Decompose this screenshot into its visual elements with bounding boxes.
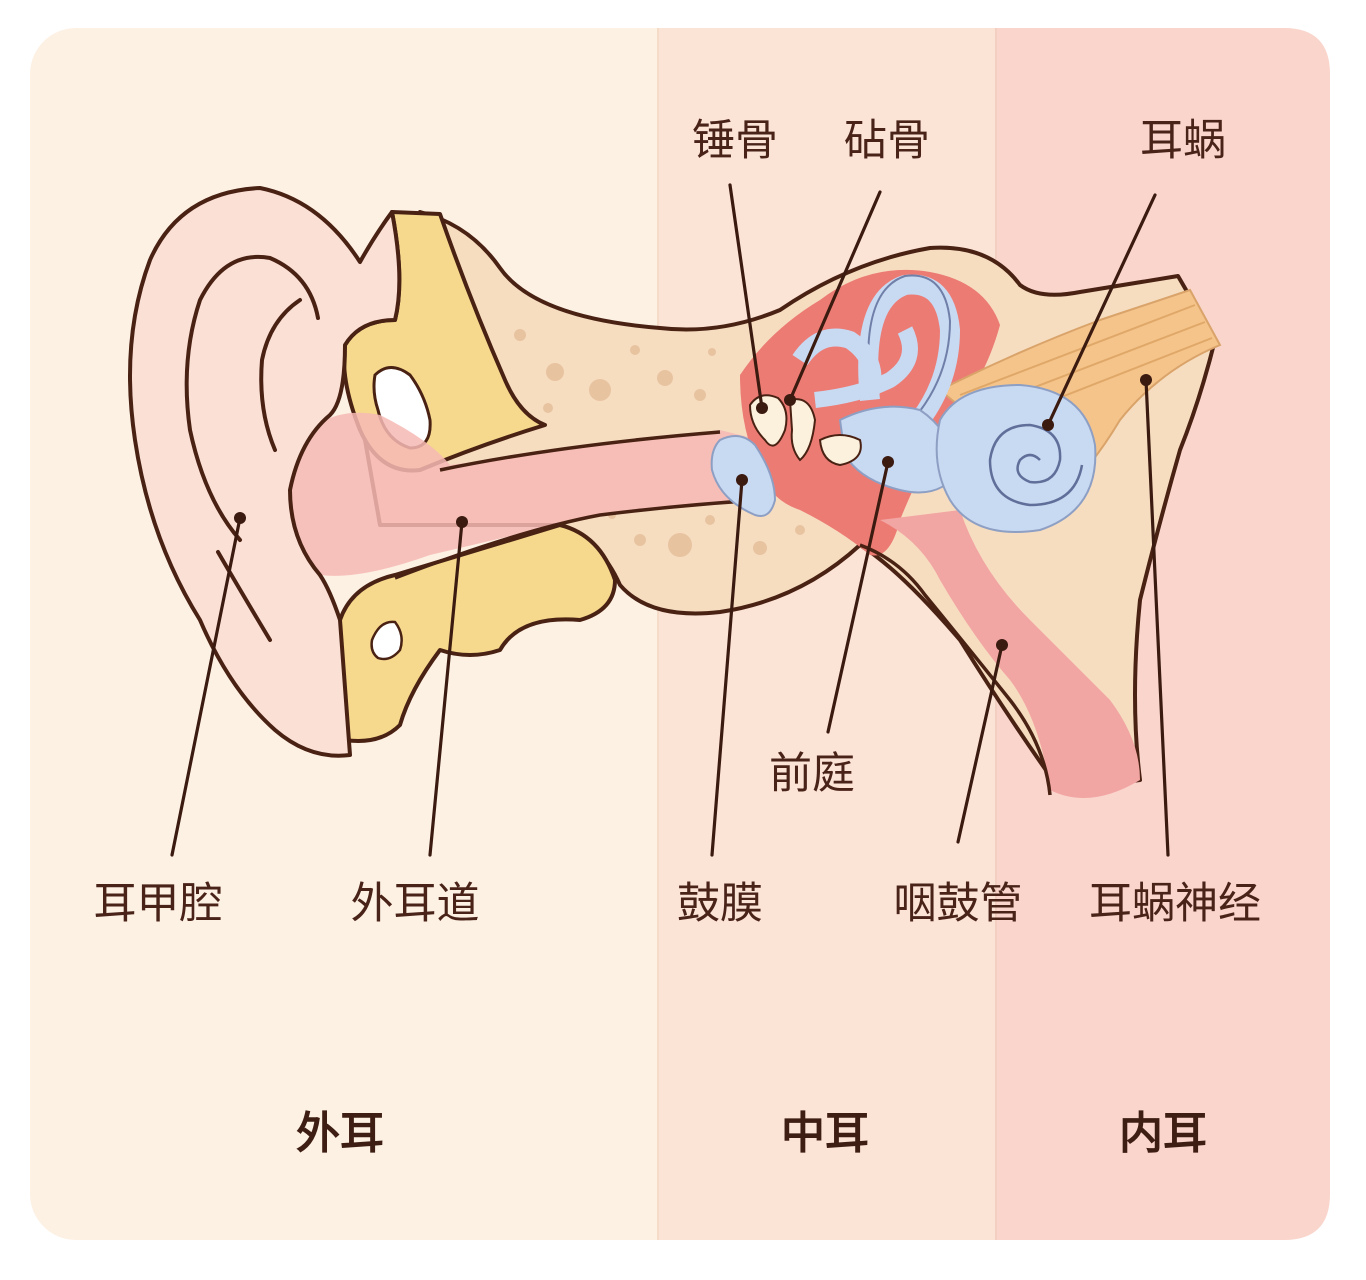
label-cochlear-nerve: 耳蜗神经	[1089, 879, 1261, 929]
semicircular-canal-3	[814, 326, 918, 408]
tube-outline	[859, 543, 1052, 796]
title-middle-ear: 中耳	[781, 1108, 869, 1159]
canal-glow	[289, 412, 770, 576]
label-concha: 耳甲腔	[94, 879, 223, 929]
title-outer-ear: 外耳	[296, 1108, 384, 1159]
eustachian-tube-shape	[859, 510, 1140, 798]
bone-speckles	[514, 329, 805, 557]
label-cochlea: 耳蜗	[1140, 116, 1226, 166]
tube-body	[880, 510, 1140, 798]
label-ear-canal: 外耳道	[351, 879, 480, 929]
leader-cochlear-nerve	[1144, 378, 1170, 857]
leader-cochlea-dot	[1042, 419, 1054, 431]
middle-ear-panel	[658, 28, 1000, 1240]
leader-incus	[788, 190, 882, 402]
semicircular-canal-1	[858, 274, 961, 426]
leader-cochlear-nerve-dot	[1140, 374, 1152, 386]
leader-eardrum	[710, 478, 744, 857]
label-eustachian-tube: 咽鼓管	[894, 879, 1023, 929]
auricle-body	[128, 186, 402, 758]
leader-lines	[170, 183, 1170, 857]
label-incus: 砧骨	[844, 116, 930, 166]
leader-eustachian-tube	[956, 643, 1004, 844]
incus-shape	[788, 398, 817, 462]
part-labels: 锤骨 砧骨 耳蜗 前庭 耳甲腔 外耳道 鼓膜 咽鼓管 耳蜗神经	[94, 116, 1262, 929]
leader-eustachian-tube-dot	[996, 639, 1008, 651]
leader-incus-dot	[784, 394, 796, 406]
antihelix-fold	[259, 298, 302, 452]
canal-wall-upper	[439, 430, 721, 472]
ear-canal-shape	[289, 412, 770, 580]
leader-ear-canal	[428, 520, 464, 857]
leader-vestibule	[826, 460, 890, 734]
concha-fold	[216, 550, 272, 642]
labyrinth	[792, 274, 1097, 533]
leader-malleus-dot	[756, 402, 768, 414]
region-titles: 外耳 中耳 内耳	[296, 1108, 1207, 1159]
stapes-shape	[818, 434, 862, 467]
label-vestibule: 前庭	[769, 749, 855, 799]
cochlea-body	[935, 383, 1097, 533]
leader-concha-dot	[234, 512, 246, 524]
leader-ear-canal-dot	[456, 516, 468, 528]
auricle	[128, 186, 402, 758]
leader-malleus	[728, 183, 764, 410]
label-malleus: 锤骨	[692, 116, 778, 166]
label-eardrum: 鼓膜	[677, 879, 763, 929]
title-inner-ear: 内耳	[1119, 1108, 1207, 1159]
leader-vestibule-dot	[882, 456, 894, 468]
lower-cartilage-hole	[370, 620, 403, 661]
canal-wall-lower	[394, 498, 761, 580]
helix-fold	[184, 254, 320, 542]
leader-eardrum-dot	[736, 474, 748, 486]
leader-cochlea	[1046, 193, 1157, 427]
leader-concha	[170, 516, 242, 857]
